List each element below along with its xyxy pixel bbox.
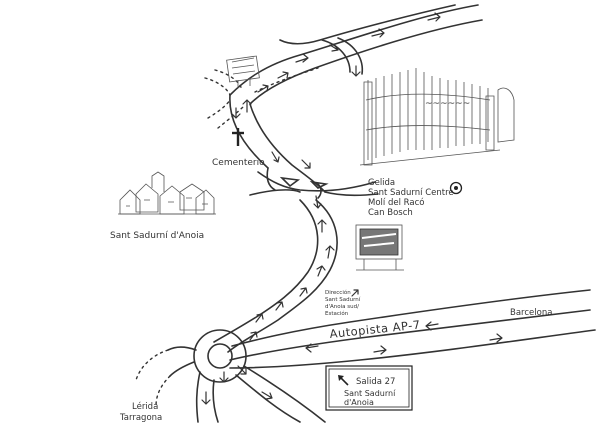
town-sketch — [118, 171, 216, 215]
destination-centre: Sant Sadurní Centre — [368, 188, 454, 198]
arrow-down-icon — [231, 107, 241, 119]
arrow-down-icon — [261, 391, 273, 400]
destination-gelida: Gelida — [368, 178, 395, 188]
target-icon — [449, 181, 463, 195]
motorway-ap7 — [229, 289, 596, 369]
arrow-up-icon — [325, 245, 335, 259]
lerida-label: Lérida — [132, 401, 158, 412]
road-arrows — [201, 12, 503, 405]
arrow-up-icon — [249, 331, 258, 341]
arrow-up-icon — [316, 265, 326, 277]
arrow-up-icon — [275, 301, 284, 311]
arrow-up-icon — [242, 99, 252, 113]
direction-note-2: Sant Sadurní — [325, 296, 361, 303]
roundabout — [135, 329, 326, 423]
arrow-right-icon — [427, 12, 441, 22]
destination-can-bosch: Can Bosch — [368, 208, 413, 218]
arrow-left-icon — [305, 343, 319, 353]
cementerio-label: Cementerio — [212, 158, 265, 168]
arrow-up-icon — [255, 313, 264, 323]
arrow-up-left-icon — [338, 375, 349, 386]
exit-sign-line2: d'Anoia — [344, 398, 374, 407]
cross-icon — [232, 128, 244, 146]
arrow-up-icon — [299, 287, 308, 297]
arrow-down-icon — [351, 65, 361, 77]
arrow-down-icon — [201, 391, 211, 405]
barcelona-label: Barcelona — [510, 308, 552, 318]
arrow-right-icon — [257, 84, 269, 93]
arrow-right-icon — [295, 53, 309, 63]
town-label: Sant Sadurní d'Anoia — [110, 231, 204, 241]
destination-moli: Molí del Racó — [368, 197, 424, 208]
arrow-down-icon — [237, 365, 247, 375]
arrow-up-right-icon — [351, 289, 359, 297]
arrow-down-icon — [271, 151, 280, 163]
arrow-right-icon — [277, 71, 289, 79]
arrow-right-icon — [329, 43, 339, 52]
arrow-right-icon — [373, 345, 387, 355]
arrow-left-icon — [425, 321, 439, 331]
junction — [249, 167, 379, 199]
main-road — [213, 4, 483, 353]
minor-roads — [204, 67, 319, 129]
arrow-down-icon — [301, 159, 311, 169]
tarragona-label: Tarragona — [119, 413, 162, 423]
winery-gate-sketch: ~~~~~~ — [359, 68, 515, 166]
restaurant-sign-sketch — [226, 55, 260, 88]
arrow-down-icon — [219, 371, 229, 383]
winery-name-scrawl: ~~~~~~ — [425, 99, 470, 109]
motorway-label: Autopista AP-7 — [329, 318, 421, 341]
direction-note-3: d'Anoia sud/ — [325, 304, 359, 310]
arrow-up-icon — [317, 219, 327, 233]
exit-number: Salida 27 — [356, 377, 395, 387]
arrow-down-icon — [313, 195, 322, 209]
billboard-sketch — [355, 224, 404, 271]
exit-sign-line1: Sant Sadurní — [344, 389, 396, 398]
arrow-right-icon — [489, 333, 503, 343]
arrow-right-icon — [371, 28, 385, 38]
direction-note-4: Estación — [325, 310, 349, 317]
direction-note-1: Dirección — [325, 289, 351, 296]
exit-sign: Salida 27 Sant Sadurní d'Anoia — [325, 365, 413, 411]
